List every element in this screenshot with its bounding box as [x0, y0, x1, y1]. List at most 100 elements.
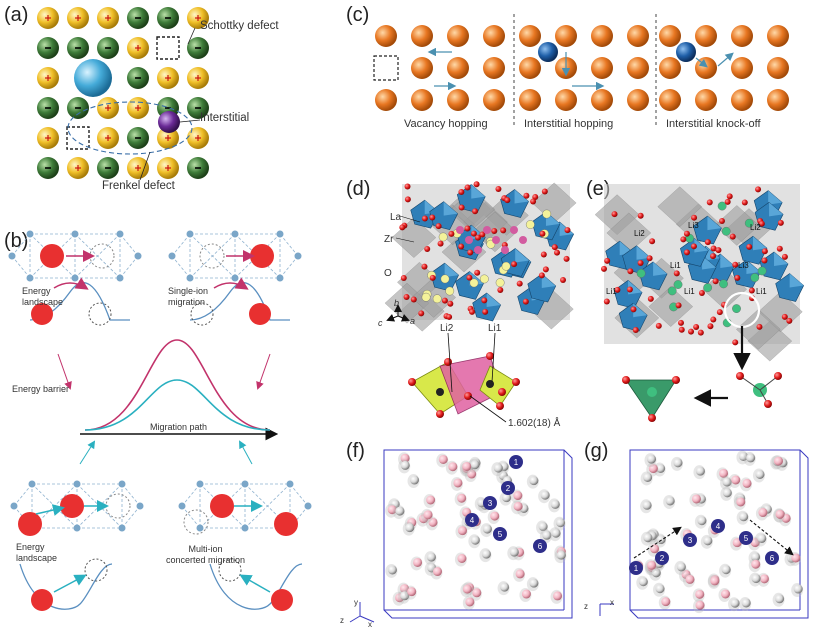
atom: [643, 472, 653, 482]
oxygen-atom: [761, 248, 768, 255]
oxygen-atom: [400, 275, 407, 282]
oxygen-atom: [479, 231, 486, 238]
crystal-lattice: [594, 184, 805, 362]
lattice-node: [26, 230, 34, 238]
oxygen-atom: [523, 192, 530, 199]
octahedron-face: [515, 248, 530, 263]
oxygen-atom: [758, 220, 765, 227]
lattice-node: [10, 502, 18, 510]
axis-a-label: a: [410, 316, 416, 326]
li-atom: [525, 220, 535, 229]
la-label: La: [390, 212, 402, 223]
oxygen-atom: [464, 392, 472, 400]
lattice-node: [231, 230, 239, 238]
ion-in-well: [249, 303, 271, 325]
atom: [500, 582, 510, 592]
atom: [453, 478, 463, 488]
atom: [529, 578, 539, 588]
atom: [655, 584, 665, 594]
interstitial-sphere: [158, 111, 180, 133]
octahedron-face: [769, 202, 784, 217]
panel-d-label: (d): [346, 178, 371, 200]
lattice-edge: [11, 255, 31, 279]
oxygen-atom: [421, 215, 428, 222]
oxygen-atom: [474, 234, 481, 241]
li-site-label: Li1: [606, 287, 617, 296]
octahedron-face: [707, 216, 722, 231]
oxygen-atom: [446, 313, 453, 320]
atom: [462, 461, 472, 471]
atom: [413, 557, 423, 567]
atom: [502, 493, 512, 503]
interstitial-knockoff-label: Interstitial knock-off: [666, 118, 761, 130]
li-atom: [667, 286, 677, 296]
li1-label: Li1: [488, 323, 502, 334]
atom: [722, 488, 732, 498]
oxygen-atom: [710, 253, 717, 260]
lattice-edge: [11, 233, 31, 257]
empty-site: [199, 243, 225, 269]
ion-in-well: [31, 303, 53, 325]
oxygen-atom: [429, 214, 436, 221]
li-atom: [673, 280, 683, 289]
mobile-ion: [60, 494, 84, 518]
axis-z-line: [349, 615, 361, 623]
distance-leader: [469, 395, 507, 423]
atom: [732, 538, 742, 548]
large-impurity-sphere: [74, 59, 112, 97]
host-atom: [627, 89, 649, 111]
lattice-node: [73, 524, 81, 532]
tracked-li-number: 3: [688, 536, 693, 545]
mobile-ion: [40, 244, 64, 268]
tracked-li-atom: [739, 531, 753, 545]
oxygen-atom: [444, 358, 452, 366]
atom: [457, 554, 467, 564]
li-atom: [421, 292, 431, 302]
tracked-li-atom: [765, 551, 779, 565]
lattice-node: [118, 480, 126, 488]
concerted-arrow: [53, 574, 87, 593]
atom: [647, 454, 657, 464]
oxygen-atom: [474, 269, 481, 276]
atom: [481, 549, 491, 559]
oxygen-atom: [470, 230, 477, 237]
barrier-arrow: [53, 277, 89, 290]
li-atom: [469, 278, 479, 288]
li-atom: [647, 387, 657, 397]
atom: [656, 535, 666, 545]
interstitial-hopping-label: Interstitial hopping: [524, 118, 614, 130]
oxygen-atom: [716, 309, 723, 316]
host-atom: [659, 25, 681, 47]
oxygen-atom: [435, 223, 442, 230]
tracked-li-atom: [483, 496, 497, 510]
energy-landscape-bottom-label: Energy landscape: [16, 542, 58, 563]
tracked-li-number: 6: [538, 542, 543, 551]
li2-atom: [474, 246, 482, 254]
host-atom: [627, 57, 649, 79]
migration-arrow-right: [749, 519, 794, 556]
axis-a: [397, 314, 410, 322]
li-site-label: Li2: [634, 229, 645, 238]
host-atom: [767, 57, 789, 79]
knock-arrow: [717, 52, 734, 67]
lattice-node: [241, 524, 249, 532]
tracked-li-atom: [493, 527, 507, 541]
li1-leader: [491, 332, 496, 383]
ion-migration-diagram: [8, 230, 312, 611]
li-atom: [495, 278, 505, 288]
atom: [521, 589, 531, 599]
octahedron-face: [471, 184, 486, 199]
octahedron-face: [720, 254, 735, 269]
panel-g-label: (g): [584, 440, 609, 462]
high-barrier-curve: [84, 339, 271, 431]
oxygen-atom: [683, 230, 690, 237]
oxygen-atom: [563, 255, 570, 262]
panel-b: (b) Energy landscape Single-ion migratio…: [0, 202, 330, 632]
oxygen-atom: [437, 240, 444, 247]
atom: [509, 547, 519, 557]
li-atom: [703, 283, 713, 293]
tracked-li-number: 5: [498, 530, 503, 539]
tracked-li-atom: [629, 561, 643, 575]
atom: [651, 568, 661, 578]
